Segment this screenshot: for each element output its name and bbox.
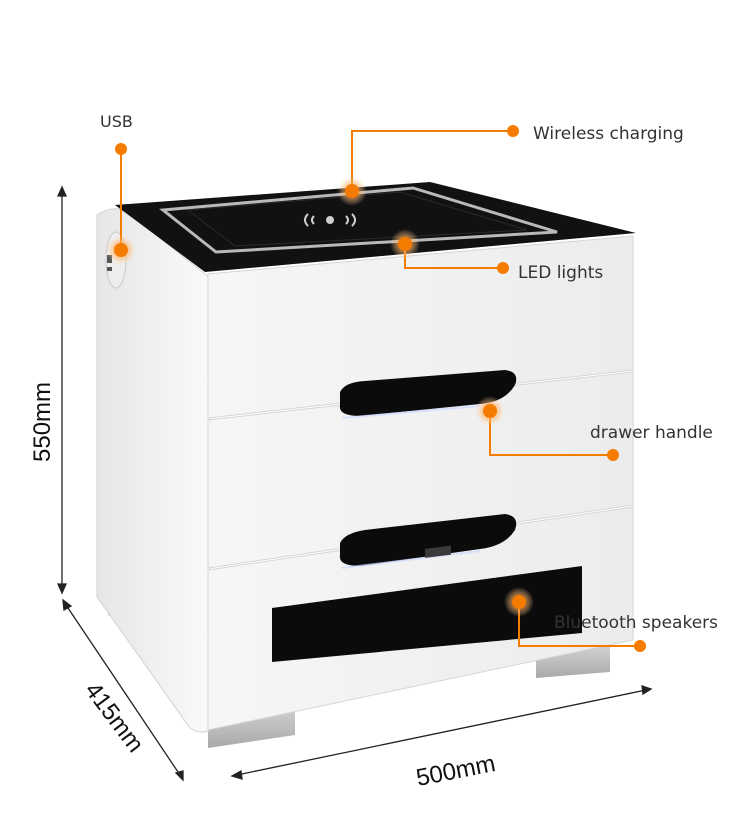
height-dimension-label: 550mm (29, 382, 56, 462)
drawer-handle-label: drawer handle (590, 423, 713, 443)
callout-dots (115, 125, 646, 652)
cabinet-body (96, 182, 636, 733)
bluetooth-speakers-label: Bluetooth speakers (554, 613, 718, 633)
speaker-panel (272, 566, 582, 662)
depth-dimension-label: 415mm (79, 677, 149, 757)
dimension-lines (56, 185, 653, 782)
hotspots (106, 176, 534, 617)
led-ring (159, 186, 558, 254)
brand-plate (425, 545, 451, 558)
handle-slot-bottom (339, 514, 517, 566)
led-lights-label: LED lights (518, 263, 603, 283)
handle-slot-top (339, 370, 517, 416)
wireless-charging-label: Wireless charging (533, 124, 684, 144)
wireless-charging-icon (304, 213, 356, 227)
width-dimension-label: 500mm (414, 750, 498, 792)
usb-label: USB (100, 112, 133, 131)
